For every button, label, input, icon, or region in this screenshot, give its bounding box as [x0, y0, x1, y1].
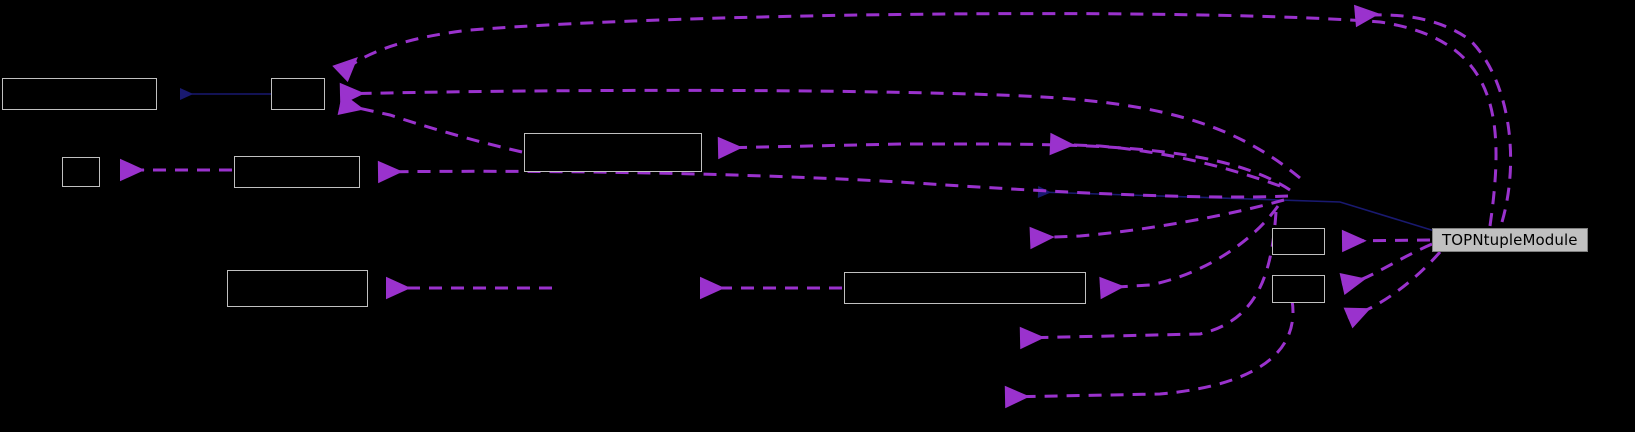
usage-edge	[717, 136, 1291, 192]
usage-edge	[1341, 229, 1431, 253]
usage-edge	[1049, 132, 1281, 188]
usage-edge	[377, 160, 1289, 199]
graph-node[interactable]	[1272, 275, 1325, 303]
graph-node[interactable]	[271, 78, 325, 110]
focal-graph-node-topntuplemodule[interactable]: TOPNtupleModule	[1432, 228, 1588, 252]
usage-edge	[1354, 4, 1513, 223]
usage-edge	[1029, 198, 1285, 250]
graph-node[interactable]	[62, 157, 100, 187]
graph-node[interactable]	[844, 272, 1086, 304]
graph-node[interactable]	[234, 156, 360, 188]
graph-node[interactable]	[227, 270, 368, 307]
usage-edge	[339, 82, 1301, 180]
focal-graph-node-label: TOPNtupleModule	[1442, 230, 1578, 249]
inheritance-edge	[1037, 186, 1439, 233]
usage-edge	[337, 93, 523, 154]
usage-edge	[1099, 205, 1280, 300]
usage-edge	[1343, 251, 1442, 329]
graph-node[interactable]	[524, 133, 702, 172]
usage-edge	[1004, 299, 1295, 409]
usage-edge	[1339, 242, 1433, 295]
usage-edge	[332, 12, 1498, 227]
graph-node[interactable]	[1272, 228, 1325, 255]
graph-node[interactable]	[2, 78, 157, 110]
inheritance-edges	[179, 88, 1439, 233]
usage-edges	[120, 4, 1513, 409]
